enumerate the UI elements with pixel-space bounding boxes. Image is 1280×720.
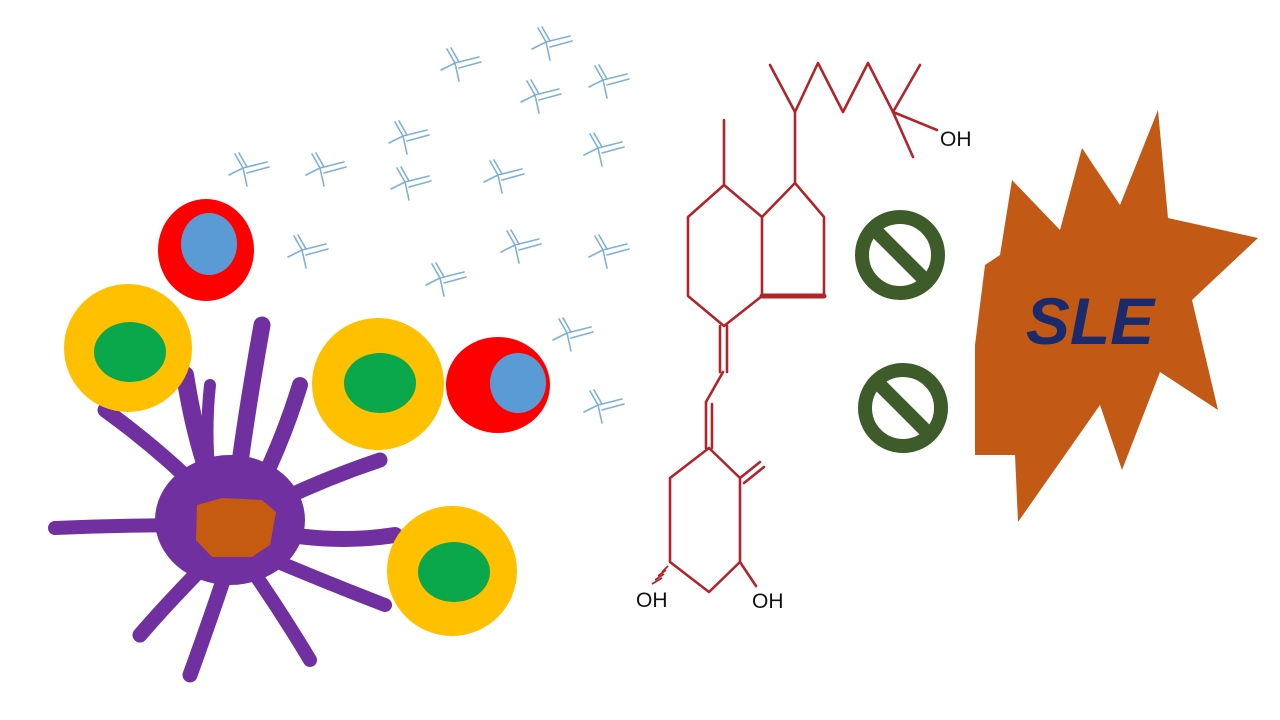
antibody-icon — [287, 234, 329, 269]
antibody-icon — [483, 159, 525, 194]
sle-burst: SLE — [975, 110, 1258, 522]
b-cell — [64, 284, 192, 412]
cell-nucleus — [94, 322, 166, 382]
b-cell — [312, 318, 444, 450]
hydroxyl-label: OH — [752, 590, 784, 613]
antibody-icon — [583, 389, 625, 424]
cell-nucleus — [181, 213, 237, 275]
hashed-bond — [651, 565, 669, 585]
hydroxyl-label: OH — [940, 128, 972, 151]
antibody-icon — [390, 166, 432, 201]
cell-nucleus — [344, 353, 416, 413]
cell-nucleus — [490, 353, 546, 413]
dendritic-cell — [48, 316, 403, 683]
prohibition-icon — [855, 210, 945, 300]
antibody-icon — [520, 79, 562, 114]
cell-nucleus — [418, 542, 490, 602]
dendritic-nucleus — [196, 498, 276, 557]
antibody-icon — [552, 317, 594, 352]
disease-label: SLE — [1026, 284, 1156, 358]
b-cell — [387, 506, 517, 636]
antibody-icon — [425, 262, 467, 297]
antibody-icon — [228, 152, 270, 187]
antibody-icon — [588, 234, 630, 269]
antibody-icon — [440, 47, 482, 82]
red-cell — [158, 199, 254, 301]
prohibition-icon — [858, 363, 948, 453]
antibody-icon — [388, 120, 430, 155]
antibody-icon — [583, 132, 625, 167]
antibody-icon — [531, 26, 573, 61]
antibody-icon — [500, 229, 542, 264]
vitamin-d-molecule — [668, 61, 939, 594]
antibody-icon — [588, 64, 630, 99]
hydroxyl-label: OH — [636, 589, 668, 612]
antibody-icon — [305, 152, 347, 187]
red-cell — [446, 337, 550, 433]
